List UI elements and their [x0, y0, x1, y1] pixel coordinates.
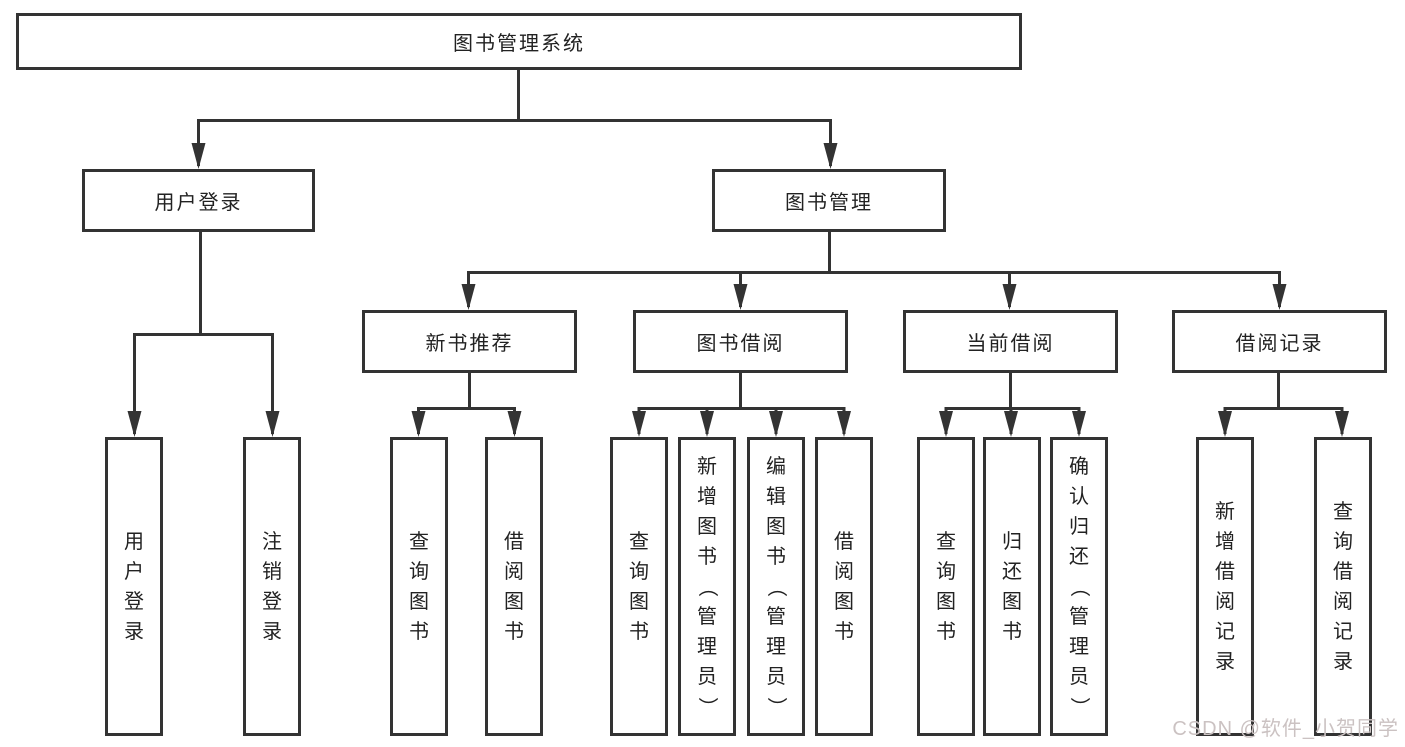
connector-bookborrow-to-leaves: [637, 373, 846, 434]
connector-bookmgmt-to-sections: [467, 232, 1281, 307]
connector-newbook-to-leaves: [417, 373, 516, 434]
connector-records-to-leaves: [1223, 373, 1344, 434]
leaf-return-book: 归还图书: [983, 437, 1041, 736]
node-new-book-recommend: 新书推荐: [362, 310, 577, 373]
leaf-recommend-query-book: 查询图书: [390, 437, 448, 736]
node-user-login: 用户登录: [82, 169, 315, 232]
csdn-watermark: CSDN @软件_小贺同学: [1172, 718, 1399, 740]
leaf-query-borrow-record: 查询借阅记录: [1314, 437, 1372, 736]
leaf-add-borrow-record: 新增借阅记录: [1196, 437, 1254, 736]
arrowheads: [127, 143, 1349, 437]
node-root-library-system: 图书管理系统: [16, 13, 1022, 70]
leaf-recommend-borrow-book: 借阅图书: [485, 437, 543, 736]
leaf-borrow-book: 借阅图书: [815, 437, 873, 736]
leaf-current-query-book: 查询图书: [917, 437, 975, 736]
connector-userlogin-to-leaves: [133, 232, 274, 434]
node-borrow-records: 借阅记录: [1172, 310, 1387, 373]
leaf-edit-book-admin: 编辑图书（管理员）: [747, 437, 805, 736]
leaf-add-book-admin: 新增图书（管理员）: [678, 437, 736, 736]
leaf-logout: 注销登录: [243, 437, 301, 736]
node-current-borrow: 当前借阅: [903, 310, 1118, 373]
leaf-user-login: 用户登录: [105, 437, 163, 736]
leaf-confirm-return-admin: 确认归还（管理员）: [1050, 437, 1108, 736]
leaf-borrow-query-book: 查询图书: [610, 437, 668, 736]
node-book-management: 图书管理: [712, 169, 946, 232]
connector-root-to-level2: [197, 70, 832, 166]
node-book-borrow: 图书借阅: [633, 310, 848, 373]
